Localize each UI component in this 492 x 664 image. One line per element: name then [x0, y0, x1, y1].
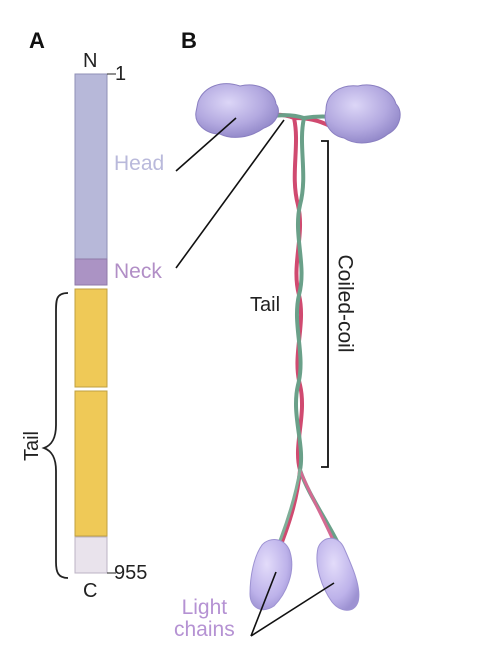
motor-head-right [324, 84, 401, 144]
c-terminal-domain [74, 536, 108, 574]
head-domain [74, 73, 108, 260]
motor-head-left [195, 83, 279, 138]
coiled-coil-bracket [321, 140, 329, 468]
neck-domain [74, 258, 108, 286]
neck-label: Neck [114, 260, 162, 283]
c-terminus-label: C [83, 580, 98, 602]
end-residue-label: 955 [114, 562, 148, 584]
light-chain-left [249, 539, 293, 610]
domain-bar [74, 73, 116, 574]
light-chain-leader-left [250, 571, 277, 637]
panel-b-label: B [181, 28, 197, 53]
light-chains-label: Light chains [174, 596, 235, 642]
light-chains-line1: Light [181, 596, 228, 619]
head-label: Head [114, 152, 165, 175]
coiled-coil-label: Coiled-coil [333, 254, 357, 353]
light-chains-line2: chains [174, 618, 235, 642]
panel-a-label: A [29, 28, 45, 53]
n-terminus-label: N [83, 50, 98, 72]
tail-label-b: Tail [250, 294, 281, 316]
tail-domain-1 [74, 288, 108, 388]
tail-domain-2 [74, 390, 108, 537]
tail-label-a: Tail [21, 430, 44, 462]
heavy-chain-red [238, 112, 332, 570]
head-leader-line [175, 117, 237, 172]
light-chain-right [316, 537, 360, 611]
light-chain-leader-right [250, 582, 335, 637]
neck-leader-line [175, 119, 285, 269]
start-residue-label: 1 [115, 63, 127, 85]
tail-brace-a [41, 292, 69, 579]
